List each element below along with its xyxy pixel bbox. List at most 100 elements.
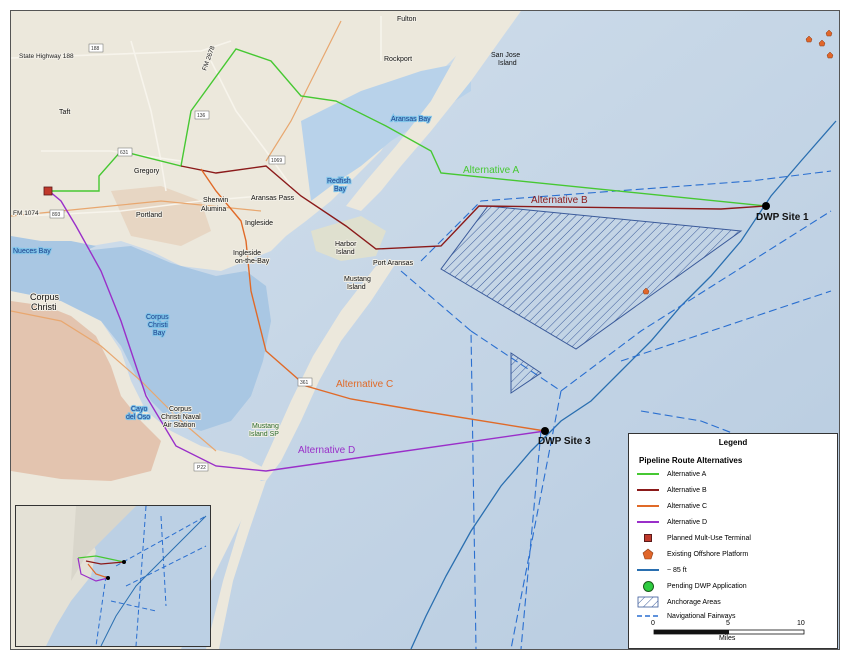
label-ingleside: Ingleside (245, 220, 273, 227)
legend-item-alt-a: Alternative A (637, 468, 706, 480)
label-aransas-bay: Aransas Bay (391, 116, 431, 123)
scale-tick-10: 10 (797, 620, 805, 627)
legend-item-alt-d: Alternative D (637, 516, 707, 528)
label-island: Island (498, 60, 517, 67)
legend-item-platform: Existing Offshore Platform (637, 548, 748, 560)
aransas-bay (301, 61, 471, 201)
legend-subtitle: Pipeline Route Alternatives (639, 456, 743, 465)
label-christi: Christi (31, 302, 57, 312)
nueces-bay (11, 236, 96, 259)
shield-136: 136 (197, 113, 206, 119)
san-jose-island (346, 11, 521, 211)
label-redfish: Redfish (327, 178, 351, 185)
label-mustang-island: Island (347, 284, 366, 291)
label-sh188: State Highway 188 (19, 53, 74, 60)
pipeline-routes (48, 48, 767, 472)
shield-188-box (88, 43, 104, 53)
shield-361-box (297, 377, 313, 387)
label-naval-2: Christi Naval (161, 414, 201, 421)
label-cc-bay-1: Corpus (146, 314, 169, 321)
label-taft: Taft (59, 109, 70, 116)
alternative-c-label: Alternative C (336, 379, 393, 390)
legend-label-fairways: Navigational Fairways (667, 612, 736, 620)
label-san-jose: San Jose (491, 52, 520, 59)
legend-item-alt-c: Alternative C (637, 500, 707, 512)
label-gregory: Gregory (134, 168, 160, 175)
label-fm1074: FM 1074 (13, 210, 39, 217)
shield-188: 188 (91, 46, 100, 52)
legend-title: Legend (718, 438, 748, 447)
anchorage-hatch-icon (637, 596, 659, 608)
label-cayo: Cayo (131, 406, 147, 413)
label-naval-1: Corpus (169, 406, 192, 413)
legend-label-85ft: ~ 85 ft (667, 566, 687, 574)
shield-p22: P22 (197, 465, 206, 471)
label-harbor: Harbor (335, 241, 357, 248)
shield-361: 361 (300, 380, 309, 386)
label-mustang-sp-1: Mustang (252, 423, 279, 430)
inset-contour (100, 515, 207, 646)
legend-label-terminal: Planned Mult-Use Terminal (667, 534, 751, 542)
legend-label-anchorage: Anchorage Areas (667, 598, 721, 606)
label-corpus: Corpus (30, 292, 60, 302)
harbor-island (311, 216, 386, 261)
label-sherwin: Sherwin (203, 197, 228, 204)
legend-item-fairways: Navigational Fairways (637, 610, 735, 622)
place-labels: Fulton Rockport San Jose Island Aransas … (12, 15, 520, 439)
inset-coast (71, 506, 136, 581)
label-cc-bay-2: Christi (148, 322, 168, 329)
label-mustang: Mustang (344, 276, 371, 283)
planned-terminal-marker[interactable] (43, 186, 53, 196)
legend-label-alt-a: Alternative A (667, 470, 707, 478)
dwp-site-3-label: DWP Site 3 (538, 436, 591, 447)
scale-tick-5: 5 (726, 620, 730, 627)
legend-label-alt-c: Alternative C (667, 502, 708, 510)
legend-label-platform: Existing Offshore Platform (667, 550, 749, 558)
legend-item-alt-b: Alternative B (637, 484, 707, 496)
alternative-a-label: Alternative A (463, 165, 519, 176)
label-alumina: Alumina (201, 206, 226, 213)
dwp-site-1-marker[interactable] (762, 202, 770, 210)
scale-unit: Miles (719, 635, 736, 642)
route-alternative-a (49, 48, 767, 207)
dwp-site-3-marker[interactable] (541, 427, 549, 435)
offshore-platforms[interactable] (642, 29, 834, 295)
label-mustang-sp-2: Island SP (249, 431, 279, 438)
label-naval-3: Air Station (163, 422, 195, 429)
terminal-square-icon (644, 534, 652, 542)
pending-circle-icon (643, 581, 654, 592)
label-del-oso: del Oso (126, 414, 150, 421)
scale-bar: 0 5 10 Miles (649, 620, 809, 644)
map-frame[interactable]: DWP Site 1 DWP Site 3 Alternative A Alte… (10, 10, 840, 650)
road-network (11, 16, 382, 217)
legend-panel: Legend Pipeline Route Alternatives Alter… (628, 433, 838, 649)
route-alternative-c (200, 168, 546, 432)
shield-893: 893 (52, 212, 61, 218)
inset-routes (77, 555, 125, 582)
label-harbor-island: Island (336, 249, 355, 256)
route-alternative-d (48, 190, 546, 472)
shield-631: 631 (120, 150, 129, 156)
depth-contour-85ft (410, 120, 837, 649)
platform-pentagon-icon (642, 548, 654, 560)
inset-site-1 (122, 560, 126, 564)
legend-label-alt-d: Alternative D (667, 518, 708, 526)
legend-item-pending: Pending DWP Application (637, 580, 747, 592)
label-port-aransas: Port Aransas (373, 260, 414, 267)
legend-item-anchorage: Anchorage Areas (637, 596, 721, 608)
label-fulton: Fulton (397, 16, 417, 23)
inset-site-3 (106, 576, 110, 580)
urban-corpus-christi (11, 301, 161, 481)
inset-svg (16, 506, 207, 646)
legend-item-terminal: Planned Mult-Use Terminal (637, 532, 751, 544)
legend-label-pending: Pending DWP Application (667, 582, 747, 590)
label-nueces-bay: Nueces Bay (13, 248, 51, 255)
overview-inset-map[interactable] (15, 505, 211, 647)
label-ingleside-on: Ingleside (233, 250, 261, 257)
label-cc-bay-3: Bay (153, 330, 166, 337)
legend-item-85ft: ~ 85 ft (637, 564, 687, 576)
label-rockport: Rockport (384, 56, 412, 63)
scale-tick-0: 0 (651, 620, 655, 627)
inset-fairways (95, 506, 207, 646)
label-redfish-bay: Bay (334, 186, 347, 193)
